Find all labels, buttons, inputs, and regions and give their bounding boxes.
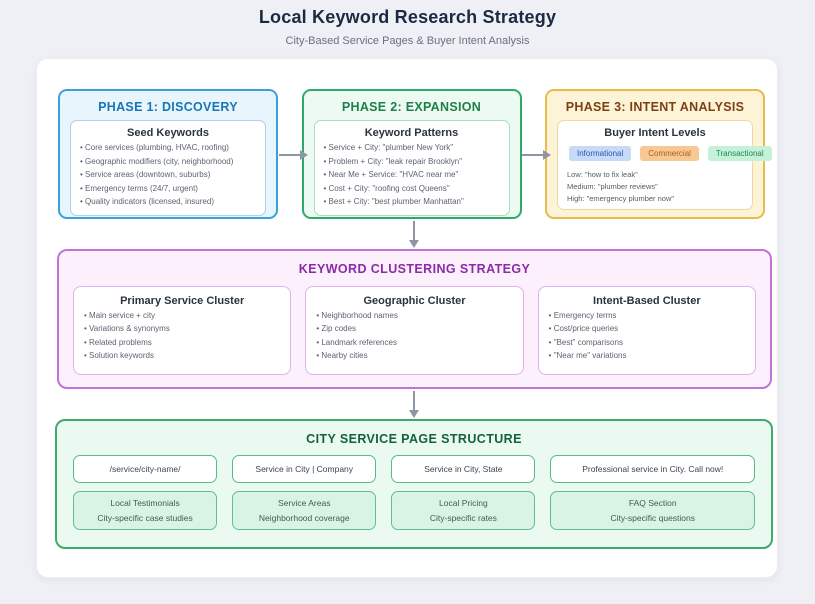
buyer-intent-card: Buyer Intent Levels Informational Commer… xyxy=(557,120,772,210)
intent-levels: Low: "how to fix leak" Medium: "plumber … xyxy=(567,169,743,205)
list-item: Geographic modifiers (city, neighborhood… xyxy=(80,157,256,167)
intent-level-medium: Medium: "plumber reviews" xyxy=(567,182,658,191)
keyword-patterns-title: Keyword Patterns xyxy=(364,127,459,139)
seed-keywords-title: Seed Keywords xyxy=(127,127,209,139)
cluster-title: Primary Service Cluster xyxy=(120,295,245,307)
block-line: Local Testimonials xyxy=(110,498,180,508)
phase-2-title: PHASE 2: EXPANSION xyxy=(341,100,482,114)
list-item: Best + City: "best plumber Manhattan" xyxy=(324,197,500,207)
list-item: Quality indicators (licensed, insured) xyxy=(80,197,256,207)
block-line: Service Areas xyxy=(278,498,331,508)
faq-section-block: FAQ Section City-specific questions xyxy=(550,491,755,530)
badge-commercial: Commercial xyxy=(640,146,699,161)
h1-pattern-box: Service in City, State xyxy=(391,455,536,483)
cluster-title: Intent-Based Cluster xyxy=(593,295,701,307)
list-item: Near Me + Service: "HVAC near me" xyxy=(324,170,500,180)
keyword-patterns-list: Service + City: "plumber New York" Probl… xyxy=(324,143,500,207)
phase-1-discovery-box: PHASE 1: DISCOVERY Seed Keywords Core se… xyxy=(58,89,278,219)
block-line: FAQ Section xyxy=(628,498,677,508)
list-item: Variations & synonyms xyxy=(84,324,280,334)
list-item: Emergency terms xyxy=(549,311,745,321)
clustering-title: KEYWORD CLUSTERING STRATEGY xyxy=(298,262,531,276)
phase-3-intent-analysis-box: PHASE 3: INTENT ANALYSIS Buyer Intent Le… xyxy=(545,89,772,219)
page-subtitle: City-Based Service Pages & Buyer Intent … xyxy=(285,35,530,47)
local-pricing-block: Local Pricing City-specific rates xyxy=(391,491,536,530)
testimonials-block: Local Testimonials City-specific case st… xyxy=(73,491,218,530)
url-pattern-row: /service/city-name/ Service in City | Co… xyxy=(57,455,771,483)
list-item: Neighborhood names xyxy=(316,311,512,321)
list-item: Landmark references xyxy=(316,338,512,348)
intent-badge-row: Informational Commercial Transactional xyxy=(569,146,772,161)
url-pattern-box: /service/city-name/ xyxy=(73,455,218,483)
geographic-cluster-box: Geographic Cluster Neighborhood names Zi… xyxy=(305,286,524,375)
city-page-structure-section: CITY SERVICE PAGE STRUCTURE /service/cit… xyxy=(55,419,773,549)
page-title: Local Keyword Research Strategy xyxy=(258,7,557,27)
arrow-down-icon xyxy=(409,221,419,248)
keyword-patterns-card: Keyword Patterns Service + City: "plumbe… xyxy=(313,120,510,216)
title-tag-box: Service in City | Company xyxy=(232,455,377,483)
seed-keywords-card: Seed Keywords Core services (plumbing, H… xyxy=(70,120,266,216)
city-structure-title: CITY SERVICE PAGE STRUCTURE xyxy=(306,432,522,446)
buyer-intent-title: Buyer Intent Levels xyxy=(604,127,706,139)
intent-level-low: Low: "how to fix leak" xyxy=(567,170,638,179)
primary-service-cluster-box: Primary Service Cluster Main service + c… xyxy=(73,286,292,375)
block-line: Local Pricing xyxy=(439,498,488,508)
list-item: Emergency terms (24/7, urgent) xyxy=(80,184,256,194)
phase-3-title: PHASE 3: INTENT ANALYSIS xyxy=(565,100,745,114)
meta-description-box: Professional service in City. Call now! xyxy=(550,455,755,483)
diagram-card: PHASE 1: DISCOVERY Seed Keywords Core se… xyxy=(36,58,778,578)
list-item: "Near me" variations xyxy=(549,351,745,361)
arrow-right-icon xyxy=(278,150,308,160)
list-item: Cost/price queries xyxy=(549,324,745,334)
cluster-list: Neighborhood names Zip codes Landmark re… xyxy=(316,311,512,362)
list-item: "Best" comparisons xyxy=(549,338,745,348)
list-item: Service areas (downtown, suburbs) xyxy=(80,170,256,180)
list-item: Service + City: "plumber New York" xyxy=(324,143,500,153)
list-item: Nearby cities xyxy=(316,351,512,361)
list-item: Cost + City: "roofing cost Queens" xyxy=(324,184,500,194)
list-item: Core services (plumbing, HVAC, roofing) xyxy=(80,143,256,153)
intent-based-cluster-box: Intent-Based Cluster Emergency terms Cos… xyxy=(537,286,756,375)
intent-level-high: High: "emergency plumber now" xyxy=(567,194,675,203)
keyword-clustering-section: KEYWORD CLUSTERING STRATEGY Primary Serv… xyxy=(57,249,772,389)
phase-row: PHASE 1: DISCOVERY Seed Keywords Core se… xyxy=(37,89,777,219)
content-block-row: Local Testimonials City-specific case st… xyxy=(57,491,771,530)
badge-transactional: Transactional xyxy=(707,146,772,161)
block-line: City-specific rates xyxy=(429,513,497,523)
list-item: Main service + city xyxy=(84,311,280,321)
list-item: Problem + City: "leak repair Brooklyn" xyxy=(324,157,500,167)
seed-keywords-list: Core services (plumbing, HVAC, roofing) … xyxy=(80,143,256,207)
list-item: Solution keywords xyxy=(84,351,280,361)
arrow-right-icon xyxy=(522,150,552,160)
badge-informational: Informational xyxy=(569,146,632,161)
cluster-list: Main service + city Variations & synonym… xyxy=(84,311,280,362)
service-areas-block: Service Areas Neighborhood coverage xyxy=(232,491,377,530)
cluster-title: Geographic Cluster xyxy=(363,295,466,307)
cluster-list: Emergency terms Cost/price queries "Best… xyxy=(549,311,745,362)
phase-2-expansion-box: PHASE 2: EXPANSION Keyword Patterns Serv… xyxy=(301,89,522,219)
list-item: Related problems xyxy=(84,338,280,348)
block-line: Neighborhood coverage xyxy=(258,513,350,523)
block-line: City-specific case studies xyxy=(97,513,193,523)
block-line: City-specific questions xyxy=(610,513,696,523)
arrow-down-icon xyxy=(409,391,419,418)
phase-1-title: PHASE 1: DISCOVERY xyxy=(98,100,238,114)
list-item: Zip codes xyxy=(316,324,512,334)
cluster-row: Primary Service Cluster Main service + c… xyxy=(59,276,770,375)
